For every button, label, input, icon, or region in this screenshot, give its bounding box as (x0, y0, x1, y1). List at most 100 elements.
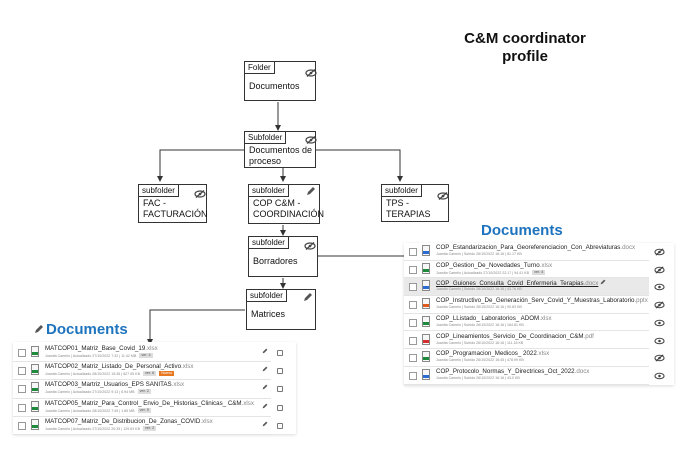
file-name-link[interactable]: COP_Instructivo_De_Generación_Serv_Covid… (436, 297, 648, 305)
checkbox[interactable] (18, 385, 26, 394)
file-name[interactable]: COP_Instructivo_De_Generación_Serv_Covid… (436, 297, 635, 305)
lock-icon (277, 386, 283, 393)
file-name-link[interactable]: COP_Programacion_Medicos_ 2022.xlsx (436, 350, 549, 358)
eye-icon[interactable] (654, 283, 665, 291)
subfolder-matrices[interactable]: subfolder Matrices (246, 289, 316, 330)
file-name[interactable]: COP_Gestion_De_Novedades_Turno (436, 261, 540, 269)
eye-slash-icon[interactable] (305, 136, 317, 144)
checkbox[interactable] (409, 336, 417, 345)
checkbox[interactable] (409, 354, 417, 363)
checkbox[interactable] (18, 421, 26, 430)
file-name-link[interactable]: MATCOP05_Matriz_Para_Control_ Envio_De_H… (45, 400, 254, 408)
file-type-icon (31, 400, 39, 412)
checkbox[interactable] (409, 248, 417, 256)
eye-slash-icon[interactable] (654, 266, 665, 274)
file-name[interactable]: COP_Protocolo_Normas_Y_Directrices_Oct_2… (436, 367, 575, 375)
eye-slash-icon[interactable] (654, 354, 665, 362)
subfolder-cop-coordinacion[interactable]: subfolder COP C&M - COORDINACIÓN (248, 184, 324, 224)
file-meta: Juanita Camelo | Subido 26/10/2022 16:16… (436, 287, 522, 292)
table-row[interactable]: COP_Lineamientos_Servicio_De_Coordinacio… (404, 332, 649, 350)
version-badge: ver. 2 (142, 425, 157, 431)
table-row[interactable]: COP_Guiones_Consulta_Covid_Enfermeria_Te… (404, 278, 649, 297)
file-name[interactable]: MATCOP01_Matriz_Base_Covid_19 (45, 345, 146, 352)
pencil-icon[interactable] (262, 384, 268, 390)
subfolder-documentos-de-proceso[interactable]: Subfolder Documentos de proceso (244, 131, 316, 168)
eye-slash-icon[interactable] (654, 301, 665, 309)
table-row[interactable]: COP_Instructivo_De_Generación_Serv_Covid… (404, 296, 649, 314)
file-name-link[interactable]: COP_Lineamientos_Servicio_De_Coordinacio… (436, 333, 594, 341)
file-name-link[interactable]: MATCOP03_Martriz_Usuarios_EPS SANITAS.xl… (45, 381, 184, 389)
pencil-icon[interactable] (262, 348, 268, 354)
file-name[interactable]: MATCOP05_Matriz_Para_Control_ Envio_De_H… (45, 399, 242, 407)
table-row[interactable]: MATCOP07_Matriz_De_Distribucion_De_Zonas… (13, 417, 271, 435)
pencil-icon[interactable] (262, 403, 268, 409)
pencil-icon[interactable] (262, 421, 268, 427)
eye-icon[interactable] (654, 319, 665, 327)
eye-slash-icon[interactable] (437, 192, 449, 200)
subfolder-label: FAC - FACTURACIÓN (143, 198, 208, 219)
pencil-icon[interactable] (306, 186, 316, 196)
eye-icon[interactable] (654, 372, 665, 380)
file-name[interactable]: COP_Programacion_Medicos_ 2022 (436, 350, 537, 358)
file-name[interactable]: COP_Estandarizacion_Para_Georeferenciaci… (436, 244, 621, 251)
folder-documentos[interactable]: Folder Documentos (244, 61, 316, 101)
file-type-icon (422, 315, 430, 327)
eye-slash-icon[interactable] (654, 248, 665, 256)
eye-icon[interactable] (654, 337, 665, 345)
version-badge: ver. 2 (137, 389, 151, 395)
checkbox[interactable] (18, 403, 26, 412)
file-name-link[interactable]: COP_Guiones_Consulta_Covid_Enfermeria_Te… (436, 279, 606, 288)
file-name-link[interactable]: COP_Protocolo_Normas_Y_Directrices_Oct_2… (436, 368, 589, 376)
page-title: C&M coordinator profile (440, 30, 610, 66)
file-name-link[interactable]: COP_LListado_ Laboratorios_ ADOM.xlsx (436, 315, 552, 323)
version-badge: ver. 4 (139, 353, 153, 358)
pencil-icon[interactable] (303, 292, 313, 302)
checkbox[interactable] (409, 301, 417, 310)
file-name[interactable]: MATCOP03_Martriz_Usuarios_EPS SANITAS (45, 381, 172, 389)
pencil-icon[interactable] (262, 366, 268, 372)
pencil-icon[interactable] (600, 279, 606, 285)
lock-icon (277, 404, 283, 411)
file-name[interactable]: COP_Lineamientos_Servicio_De_Coordinacio… (436, 332, 584, 340)
checkbox[interactable] (18, 349, 26, 357)
table-row[interactable]: MATCOP05_Matriz_Para_Control_ Envio_De_H… (13, 399, 271, 417)
table-row[interactable]: COP_Protocolo_Normas_Y_Directrices_Oct_2… (404, 367, 649, 385)
checkbox[interactable] (409, 283, 417, 292)
checkbox[interactable] (409, 318, 417, 327)
file-type-band (32, 406, 38, 410)
checkbox[interactable] (409, 265, 417, 274)
file-name-link[interactable]: COP_Estandarizacion_Para_Georeferenciaci… (436, 244, 635, 252)
table-row[interactable]: MATCOP03_Martriz_Usuarios_EPS SANITAS.xl… (13, 380, 271, 399)
table-row[interactable]: COP_Estandarizacion_Para_Georeferenciaci… (404, 243, 649, 261)
eye-slash-icon[interactable] (305, 69, 317, 77)
file-name-link[interactable]: MATCOP07_Matriz_De_Distribucion_De_Zonas… (45, 418, 213, 426)
file-name[interactable]: MATCOP07_Matriz_De_Distribucion_De_Zonas… (45, 417, 201, 425)
file-name-link[interactable]: MATCOP01_Matriz_Base_Covid_19.xlsx (45, 345, 158, 353)
eye-slash-icon[interactable] (304, 242, 316, 250)
file-name[interactable]: COP_LListado_ Laboratorios_ ADOM (436, 314, 540, 322)
file-type-band (423, 251, 429, 254)
subfolder-tps-terapias[interactable]: subfolder TPS - TERAPIAS (381, 184, 449, 222)
file-extension: .xlsx (539, 314, 552, 322)
file-meta: Juanita Camelo | Actualizado 27/10/2022 … (45, 353, 153, 359)
file-meta-text: Juanita Camelo | Actualizado 27/10/2022 … (45, 426, 140, 431)
file-name-link[interactable]: MATCOP02_Matriz_Listado_De_Personal_Acti… (45, 363, 193, 371)
subfolder-fac-facturacion[interactable]: subfolder FAC - FACTURACIÓN (138, 184, 208, 223)
subfolder-borradores[interactable]: subfolder Borradores (248, 236, 318, 277)
file-extension: .xlsx (171, 381, 185, 389)
table-row[interactable]: MATCOP02_Matriz_Listado_De_Personal_Acti… (13, 362, 271, 381)
eye-slash-icon[interactable] (194, 190, 206, 198)
checkbox[interactable] (18, 367, 26, 376)
checkbox[interactable] (409, 371, 417, 380)
pencil-icon[interactable] (34, 324, 44, 334)
title-line-2: profile (502, 48, 548, 65)
file-name[interactable]: COP_Guiones_Consulta_Covid_Enfermeria_Te… (436, 280, 584, 288)
file-meta: Juanita Camelo | Subido 26/10/2022 16:16… (436, 323, 524, 328)
file-name-link[interactable]: COP_Gestion_De_Novedades_Turno.xlsx (436, 262, 552, 270)
file-name[interactable]: MATCOP02_Matriz_Listado_De_Personal_Acti… (45, 363, 182, 371)
